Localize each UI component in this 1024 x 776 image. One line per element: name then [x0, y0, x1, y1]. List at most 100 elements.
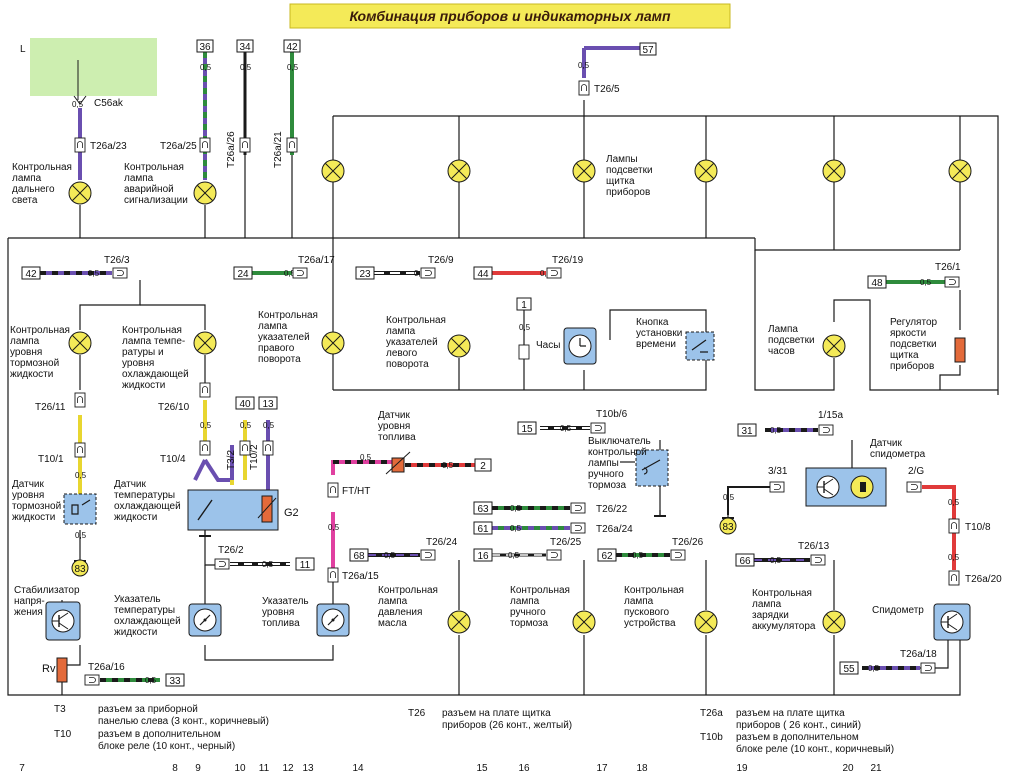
ground-icon	[653, 509, 667, 517]
connector-icon	[570, 502, 586, 514]
grid-number: 20	[842, 763, 854, 774]
gauge-label: 0,5	[75, 471, 87, 480]
connector-icon	[420, 549, 436, 561]
wire-label-l: L	[20, 44, 26, 55]
wire-gauge-labels: 0,5 0,5 0,5 0,5 0,5 0,5 0,5 0,5 0,5 0,5 …	[72, 61, 960, 685]
connector-t26-26: T26/26	[672, 537, 704, 548]
wire-box-34: 34	[239, 42, 251, 53]
lamp-icon	[321, 159, 345, 183]
lamp-icon	[447, 159, 471, 183]
resistor-icon	[954, 337, 966, 363]
wire-box-23: 23	[359, 269, 371, 280]
connector-t10-4: T10/4	[160, 454, 186, 465]
wire-box-31: 31	[741, 426, 753, 437]
components: 83 G2 83 Rv	[42, 327, 971, 683]
connector-icon	[74, 392, 86, 408]
resistor-icon	[56, 657, 68, 683]
gauge-label: 0,5	[75, 531, 87, 540]
wire-box-68: 68	[353, 551, 365, 562]
grid-number: 7	[19, 763, 25, 774]
grid-number: 15	[476, 763, 488, 774]
gauge-label: 0,5	[360, 453, 372, 462]
legend: T3 разъем за приборной панелью слева (3 …	[54, 703, 894, 755]
grid-number: 21	[870, 763, 882, 774]
legend-t10b-line2: блоке реле (10 конт., коричневый)	[736, 743, 894, 755]
connectors: C56ak T26a/23 T26a/25 T26a/26 T26a/21 T2…	[35, 80, 1002, 686]
connector-t26-13: T26/13	[798, 541, 830, 552]
grid-number: 10	[234, 763, 246, 774]
connector-icon	[239, 137, 251, 153]
legend-t3-line2: панелью слева (3 конт., коричневый)	[98, 716, 269, 727]
transistor-icon	[51, 609, 75, 633]
gauge-label: 0,5	[540, 269, 552, 278]
connector-icon	[73, 95, 87, 105]
connector-icon	[944, 276, 960, 288]
transistor-icon	[816, 475, 840, 499]
ground-icon	[721, 511, 735, 519]
wire-box-42-top: 42	[286, 42, 298, 53]
legend-t26a-line1: разъем на плате щитка	[736, 708, 845, 719]
gauge-label: 0,5	[284, 269, 296, 278]
grid-number: 17	[596, 763, 608, 774]
connector-icon	[546, 549, 562, 561]
wire-box-36: 36	[199, 42, 211, 53]
connector-icon	[948, 518, 960, 534]
grid-number: 19	[736, 763, 748, 774]
gauge-icon	[316, 603, 350, 637]
gauge-label: 0,5	[920, 278, 932, 287]
legend-code-t3: T3	[54, 704, 66, 715]
gauge-label: 0,5	[145, 676, 157, 685]
connector-icon	[590, 422, 606, 434]
connector-icon	[920, 662, 936, 674]
lamp-icon	[193, 181, 217, 205]
legend-code-t10b: T10b	[700, 732, 723, 743]
connector-3-31: 3/31	[768, 466, 788, 477]
grid-number: 13	[302, 763, 314, 774]
switch-icon	[63, 493, 97, 525]
title-band	[289, 3, 731, 29]
gauge-label: 0,5	[200, 63, 212, 72]
ground-ref-83-left: 83	[74, 564, 86, 575]
connector-icon	[74, 442, 86, 458]
connector-2-g: 2/G	[908, 466, 924, 477]
lamp-icon	[948, 159, 972, 183]
connector-icon	[670, 549, 686, 561]
connector-icon	[518, 344, 530, 360]
connector-t26-9: T26/9	[428, 255, 454, 266]
wire-box-48: 48	[871, 278, 883, 289]
legend-t10-line2: блоке реле (10 конт., черный)	[98, 740, 235, 752]
connector-t26a-17: T26a/17	[298, 255, 335, 266]
connector-t26a-23: T26a/23	[90, 141, 127, 152]
gauge-icon	[188, 603, 222, 637]
gauge-label: 0,5	[240, 421, 252, 430]
gauge-label: 0,5	[948, 553, 960, 562]
connector-t26-11: T26/11	[35, 402, 66, 413]
grid-number: 18	[636, 763, 648, 774]
connector-icon	[199, 440, 211, 456]
connector-icon	[214, 558, 230, 570]
connector-icon	[199, 137, 211, 153]
connector-t26-24: T26/24	[426, 537, 458, 548]
wire-box-2: 2	[480, 461, 486, 472]
wire-box-57: 57	[642, 45, 654, 56]
gauge-label: 0,5	[240, 63, 252, 72]
connector-icon	[286, 137, 298, 153]
gauge-label: 0,5	[948, 498, 960, 507]
diagram-title: Комбинация приборов и индикаторных ламп	[349, 8, 671, 24]
lamp-icon	[68, 181, 92, 205]
ground-icon	[198, 529, 212, 537]
wire-box-15: 15	[521, 424, 533, 435]
label-clock: Часы	[536, 340, 560, 351]
